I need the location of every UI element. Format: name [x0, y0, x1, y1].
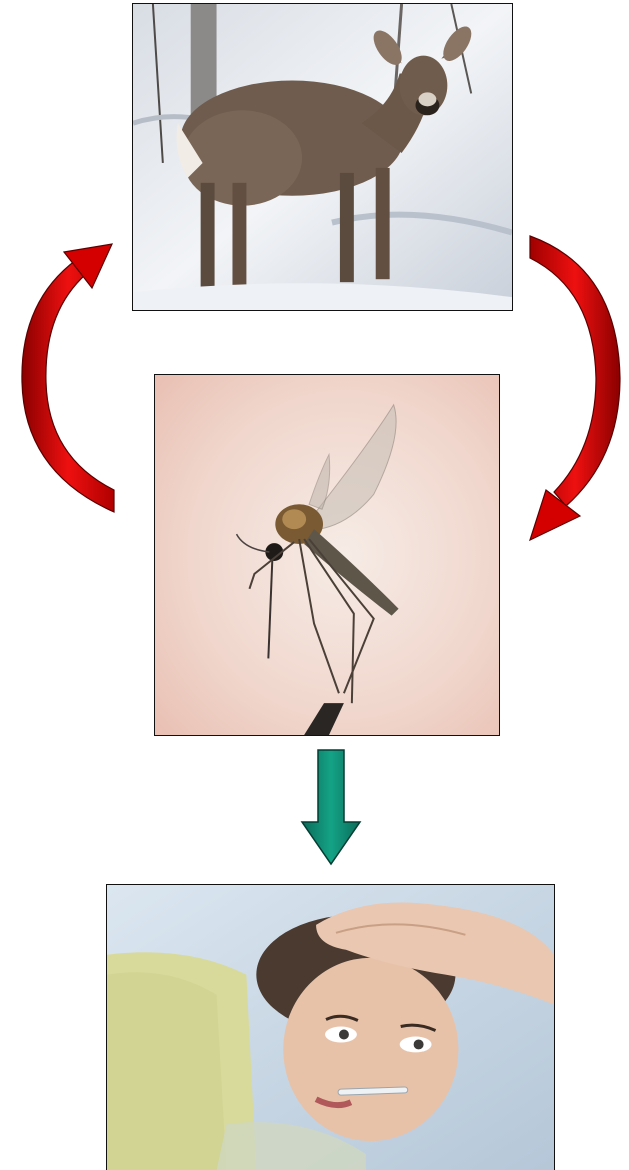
deer-image [132, 3, 513, 311]
cycle-arrow-right [520, 228, 626, 553]
cycle-arrow-left [14, 222, 124, 542]
mosquito-image [154, 374, 500, 736]
transmission-arrow-down [300, 748, 362, 866]
sick-person-image [106, 884, 555, 1170]
